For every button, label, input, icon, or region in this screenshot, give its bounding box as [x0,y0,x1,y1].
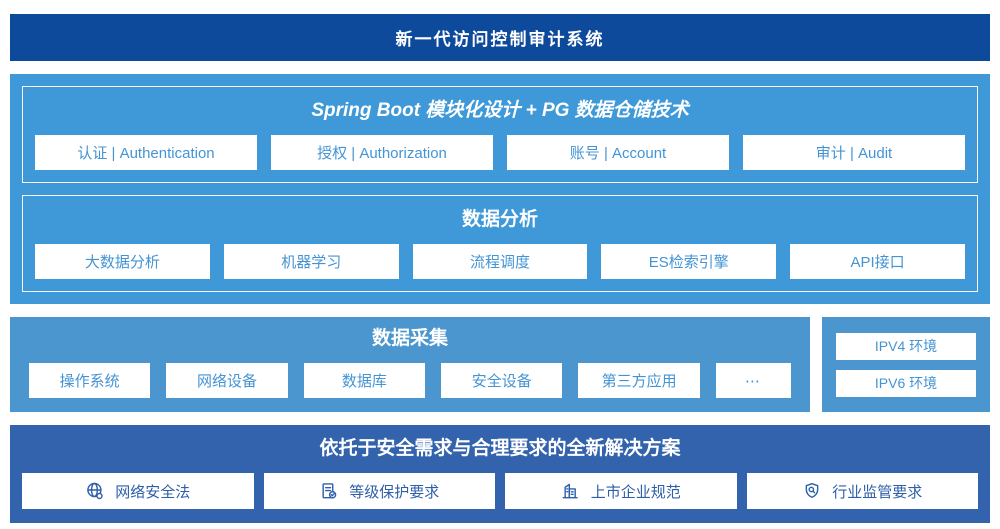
building-icon [561,481,581,501]
cybersecurity-law-chip: 网络安全法 [22,473,254,509]
es-search-engine-chip: ES检索引擎 [601,244,777,279]
data-collection-row: 数据采集 操作系统 网络设备 数据库 安全设备 第三方应用 ⋯ IPV4 环境 … [10,317,990,412]
shield-search-icon [802,481,822,501]
database-chip: 数据库 [303,363,426,398]
data-analysis-title: 数据分析 [461,209,538,230]
solution-chip-label: 行业监管要求 [832,483,923,501]
security-device-chip: 安全设备 [441,363,563,398]
system-title: 新一代访问控制审计系统 [395,30,605,49]
data-collection-title: 数据采集 [371,328,448,349]
solution-chip-label: 等级保护要求 [349,483,440,501]
listed-company-chip: 上市企业规范 [505,473,737,509]
account-chip: 账号 | Account [507,135,729,170]
ip-environment-box: IPV4 环境 IPV6 环境 [822,317,990,412]
industry-regulation-chip: 行业监管要求 [746,473,978,509]
checklist-doc-icon [319,481,339,501]
system-banner: 新一代访问控制审计系统 [10,14,990,61]
data-analysis-box: 数据分析 大数据分析 机器学习 流程调度 ES检索引擎 API接口 [22,195,978,292]
solution-chip-label: 网络安全法 [115,483,191,501]
machine-learning-chip: 机器学习 [223,244,399,279]
audit-chip: 审计 | Audit [743,135,965,170]
api-interface-chip: API接口 [790,244,965,279]
globe-icon [85,481,105,501]
os-chip: 操作系统 [29,363,151,398]
classified-protection-chip: 等级保护要求 [263,473,495,509]
solution-title: 依托于安全需求与合理要求的全新解决方案 [319,438,681,459]
solution-layer: 依托于安全需求与合理要求的全新解决方案 网络安全法 [10,425,990,523]
module-chip-row: 认证 | Authentication 授权 | Authorization 账… [35,135,965,170]
ipv6-env-chip: IPV6 环境 [836,369,976,397]
thirdparty-app-chip: 第三方应用 [578,363,700,398]
network-device-chip: 网络设备 [166,363,288,398]
platform-layer: Spring Boot 模块化设计 + PG 数据仓储技术 认证 | Authe… [10,74,990,304]
more-sources-chip: ⋯ [715,363,792,398]
bigdata-analysis-chip: 大数据分析 [35,244,210,279]
solution-chip-label: 上市企业规范 [590,483,681,501]
authorization-chip: 授权 | Authorization [271,135,493,170]
authentication-chip: 认证 | Authentication [35,135,257,170]
data-collection-box: 数据采集 操作系统 网络设备 数据库 安全设备 第三方应用 ⋯ [10,317,810,412]
springboot-module-box: Spring Boot 模块化设计 + PG 数据仓储技术 认证 | Authe… [22,86,978,183]
analysis-chip-row: 大数据分析 机器学习 流程调度 ES检索引擎 API接口 [35,244,965,279]
springboot-module-title: Spring Boot 模块化设计 + PG 数据仓储技术 [311,100,689,121]
ipv4-env-chip: IPV4 环境 [836,332,976,360]
workflow-scheduling-chip: 流程调度 [412,244,588,279]
collection-chip-row: 操作系统 网络设备 数据库 安全设备 第三方应用 ⋯ [29,363,792,398]
solution-chip-row: 网络安全法 等级保护要求 [22,473,978,509]
